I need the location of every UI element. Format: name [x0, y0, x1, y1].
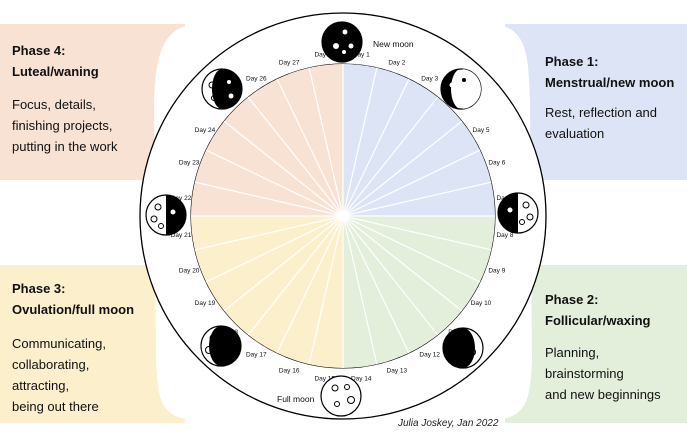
- day-label: Day 2: [388, 60, 405, 67]
- day-spoke: [342, 67, 378, 217]
- phase-3-title: Phase 3: Ovulation/full moon: [12, 281, 135, 317]
- day-label: Day 17: [246, 352, 267, 359]
- day-spoke: [276, 215, 344, 354]
- day-spoke: [342, 181, 492, 217]
- day-label: Day 6: [488, 160, 505, 167]
- day-label: Day 27: [279, 60, 300, 67]
- day-spoke: [205, 215, 344, 283]
- day-spoke: [342, 149, 481, 217]
- new-moon-icon: [321, 21, 363, 63]
- day-spoke: [342, 78, 410, 217]
- phase-2-panel: Phase 2: Follicular/waxing Planning, bra…: [505, 265, 687, 423]
- day-spoke: [342, 215, 378, 365]
- phase-1-title: Phase 1: Menstrual/new moon: [545, 54, 675, 90]
- quadrant-luteal: [191, 64, 343, 216]
- day-label: Day 21: [171, 232, 192, 239]
- day-label: Day 23: [179, 160, 200, 167]
- day-spoke: [342, 215, 481, 283]
- phase-2-title: Phase 2: Follicular/waxing: [545, 292, 651, 328]
- day-spoke: [342, 215, 463, 312]
- day-label: Day 20: [179, 267, 200, 274]
- waning-gibbous-icon: [200, 325, 242, 367]
- day-spoke: [342, 215, 492, 251]
- phase-3-panel: Phase 3: Ovulation/full moon Communicati…: [0, 265, 185, 423]
- day-label: Day 16: [279, 367, 300, 374]
- day-label: Day 24: [195, 127, 216, 134]
- day-spoke: [223, 215, 344, 312]
- day-label: Day 3: [421, 75, 438, 82]
- day-label: Day 5: [473, 127, 490, 134]
- day-label: Day 15: [314, 375, 335, 382]
- waning-crescent-icon: [201, 68, 243, 110]
- day-spoke: [276, 78, 344, 217]
- day-spoke: [308, 67, 344, 217]
- new-moon-label: New moon: [373, 39, 414, 49]
- day-label: Day 12: [419, 352, 440, 359]
- day-spoke: [247, 96, 344, 217]
- day-spoke: [205, 149, 344, 217]
- day-label: Day 8: [496, 232, 513, 239]
- full-moon-icon: [320, 375, 362, 417]
- waxing-gibbous-icon: [442, 327, 484, 369]
- quadrant-ovulation: [191, 216, 343, 368]
- full-moon-label: Full moon: [277, 394, 315, 404]
- day-label: Day 14: [351, 375, 372, 382]
- day-spoke: [342, 215, 410, 354]
- quadrant-menstrual: [343, 64, 495, 216]
- quadrant-follicular: [343, 216, 495, 368]
- phase-1-description: Rest, reflection and evaluation: [545, 105, 658, 141]
- day-label: Day 26: [246, 75, 267, 82]
- phase-4-description: Focus, details, finishing projects, putt…: [12, 97, 118, 154]
- day-label: Day 19: [195, 300, 216, 307]
- day-label: Day 1: [353, 52, 370, 59]
- day-spoke: [223, 120, 344, 217]
- phase-4-title: Phase 4: Luteal/waning: [12, 43, 99, 79]
- phase-3-description: Communicating, collaborating, attracting…: [12, 336, 106, 414]
- day-label: Day 13: [387, 367, 408, 374]
- waxing-crescent-icon: [440, 68, 482, 110]
- day-spoke: [194, 215, 344, 251]
- author-credit: Julia Joskey, Jan 2022: [398, 418, 499, 429]
- day-label: Day 28: [314, 52, 335, 59]
- day-spoke: [342, 215, 439, 336]
- phase-2-description: Planning, brainstorming and new beginnin…: [545, 345, 661, 402]
- last-quarter-icon: [145, 194, 187, 236]
- day-spoke: [342, 120, 463, 217]
- day-spoke: [194, 181, 344, 217]
- day-label: Day 22: [171, 195, 192, 202]
- day-spoke: [247, 215, 344, 336]
- day-label: Day 9: [488, 267, 505, 274]
- day-spoke: [342, 96, 439, 217]
- first-quarter-icon: [497, 192, 539, 234]
- day-label: Day 10: [471, 300, 492, 307]
- day-spoke: [308, 215, 344, 365]
- day-spokes: [191, 64, 495, 368]
